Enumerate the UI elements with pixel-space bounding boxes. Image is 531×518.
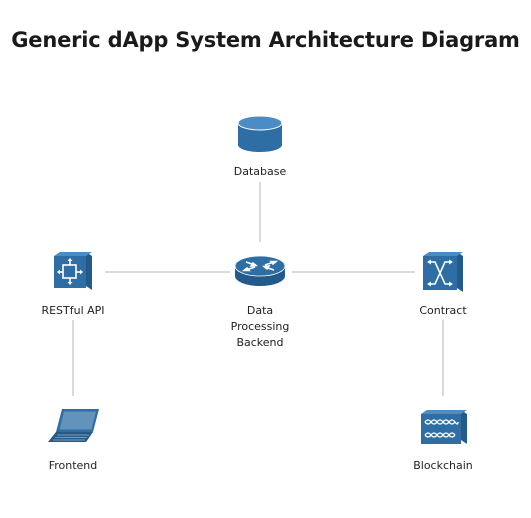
backend-label-line-1: Data <box>246 304 274 317</box>
optical-module-icon <box>421 410 467 444</box>
router-icon <box>234 255 286 286</box>
frontend-label: Frontend <box>48 459 98 472</box>
contract-label: Contract <box>419 304 467 317</box>
backend-label: Data Processing Backend <box>200 303 320 351</box>
backend-label-line-2: Processing <box>230 320 290 333</box>
api-label: RESTful API <box>41 304 105 317</box>
blockchain-label: Blockchain <box>413 459 473 472</box>
database-label: Database <box>233 165 287 178</box>
database-cylinder-icon <box>237 115 283 152</box>
diagram-title: Generic dApp System Architecture Diagram <box>11 28 520 52</box>
switch-icon <box>54 252 92 290</box>
backend-label-line-3: Backend <box>236 336 284 349</box>
laptop-icon <box>48 409 99 442</box>
cross-switch-icon <box>423 252 463 292</box>
